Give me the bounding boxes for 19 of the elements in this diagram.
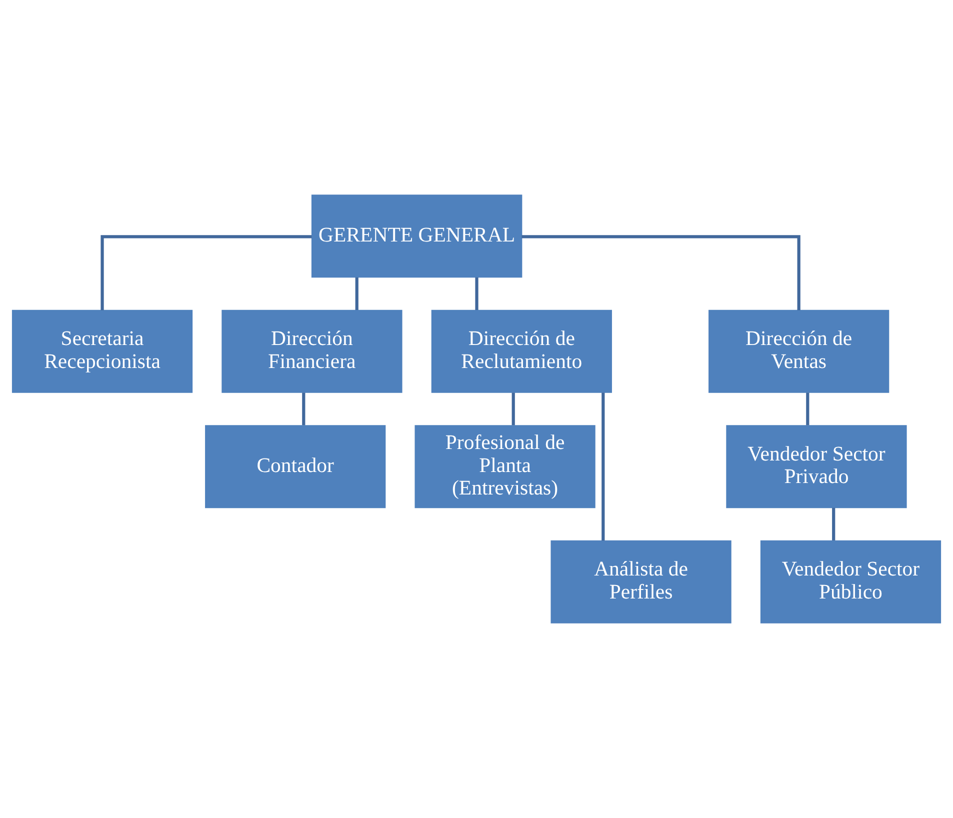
connector [355,277,358,310]
connector [832,508,836,540]
node-box: GERENTE GENERAL [311,194,522,278]
node-box: Análista de Perfiles [550,540,732,624]
connector [100,235,312,310]
connector [302,392,306,426]
connector [512,392,515,426]
connector [806,392,810,426]
node-box: Vendedor Sector Público [760,540,942,624]
connector [522,235,800,310]
node-box: Dirección de Ventas [708,310,890,393]
connector [602,392,605,541]
node-box: Secretaria Recepcionista [12,310,193,393]
connector [475,277,478,310]
node-box: Profesional de Planta (Entrevistas) [414,425,596,508]
node-box: Contador [205,425,386,508]
node-box: Dirección Financiera [222,310,402,393]
node-box: Vendedor Sector Privado [726,425,907,508]
node-box: Dirección de Reclutamiento [431,310,612,393]
